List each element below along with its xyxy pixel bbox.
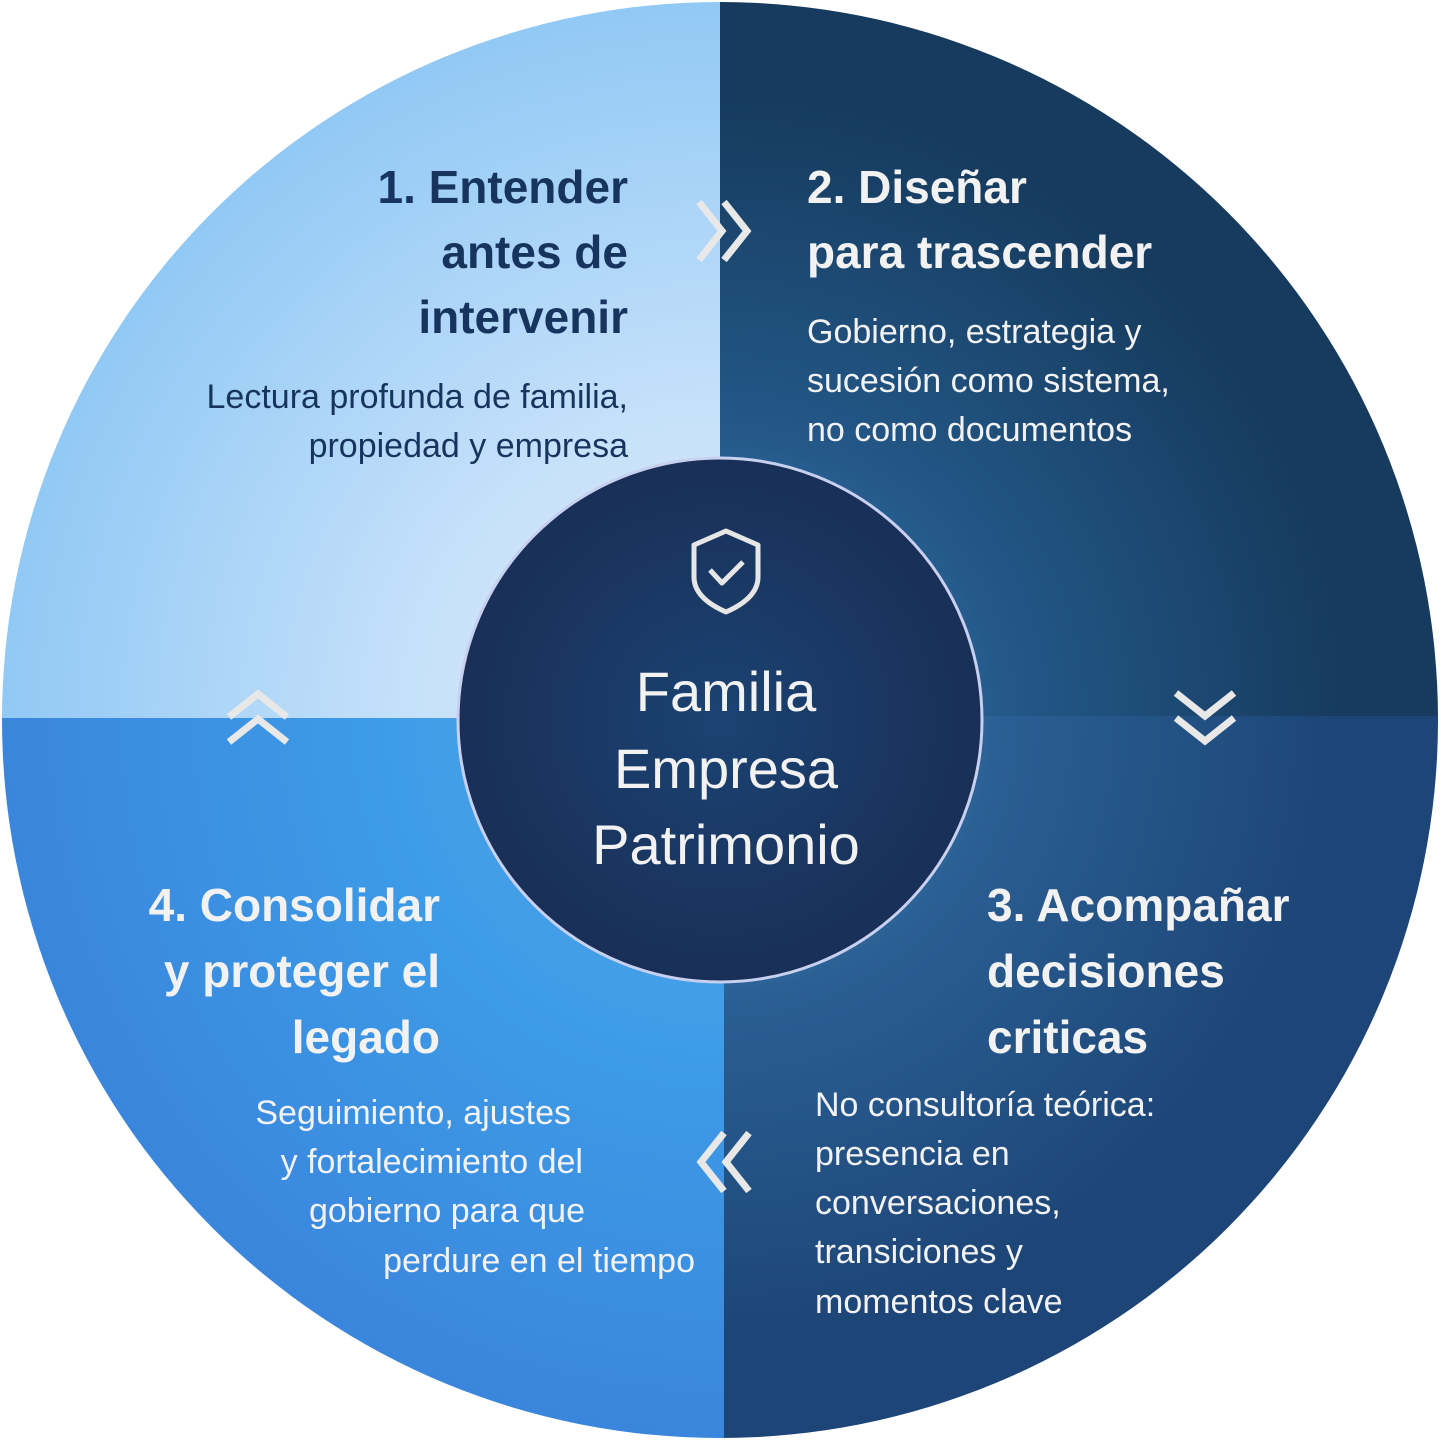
step-4-title: legado (292, 1011, 440, 1063)
step-2-body: no como documentos (807, 411, 1132, 449)
step-4-body: y fortalecimiento del (281, 1143, 583, 1181)
chevron-double-down-icon (1173, 690, 1237, 746)
step-1: 1. Entender antes de intervenir Lectura … (207, 161, 629, 465)
step-3-body: No consultoría teórica: (815, 1086, 1155, 1124)
step-3-title: decisiones (987, 945, 1225, 997)
step-3-title: criticas (987, 1011, 1148, 1063)
step-1-body: propiedad y empresa (309, 427, 629, 465)
step-3-body: conversaciones, (815, 1184, 1061, 1222)
step-1-body: Lectura profunda de familia, (207, 378, 628, 416)
step-4: 4. Consolidar y proteger el legado Segui… (149, 879, 695, 1280)
step-4-title: 4. Consolidar (149, 879, 440, 931)
shield-check-icon (691, 528, 761, 615)
chevron-double-up-icon (226, 689, 290, 745)
step-2-body: Gobierno, estrategia y (807, 313, 1142, 351)
center-hub: Familia Empresa Patrimonio (456, 456, 984, 984)
step-4-body: Seguimiento, ajustes (255, 1094, 571, 1132)
center-label: Familia (636, 660, 817, 723)
step-3-title: 3. Acompañar (987, 879, 1290, 931)
step-1-title: intervenir (418, 291, 628, 343)
step-2-title: para trascender (807, 226, 1152, 278)
step-3: 3. Acompañar decisiones criticas No cons… (815, 879, 1290, 1321)
step-2: 2. Diseñar para trascender Gobierno, est… (807, 161, 1170, 449)
step-2-body: sucesión como sistema, (807, 362, 1170, 400)
step-2-title: 2. Diseñar (807, 161, 1027, 213)
step-1-title: antes de (441, 226, 628, 278)
center-label: Patrimonio (592, 813, 860, 876)
step-3-body: transiciones y (815, 1233, 1023, 1271)
chevron-double-right-icon (696, 199, 752, 263)
step-4-body: gobierno para que (309, 1192, 585, 1230)
step-4-body: perdure en el tiempo (383, 1242, 695, 1280)
center-label: Empresa (614, 737, 839, 800)
chevron-double-left-icon (696, 1130, 752, 1194)
step-4-title: y proteger el (164, 945, 440, 997)
step-1-title: 1. Entender (377, 161, 628, 213)
step-3-body: presencia en (815, 1135, 1010, 1173)
step-3-body: momentos clave (815, 1283, 1063, 1321)
